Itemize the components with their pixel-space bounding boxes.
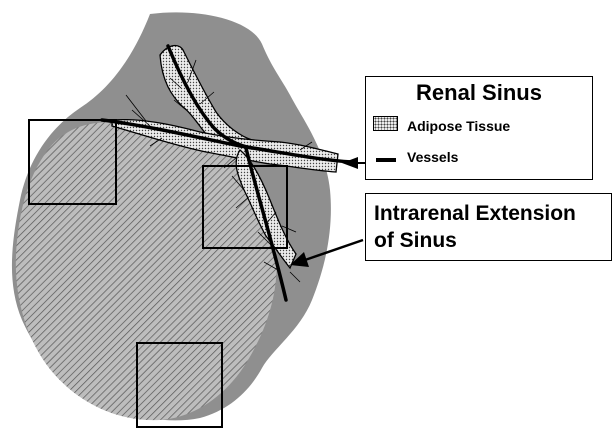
legend-title: Renal Sinus [366, 80, 592, 106]
legend-box: Renal Sinus Adipose Tissue Vessels [365, 76, 593, 180]
callout-box: Intrarenal Extension of Sinus [365, 193, 612, 261]
callout-line-2: of Sinus [374, 227, 576, 254]
callout-line-1: Intrarenal Extension [374, 200, 576, 227]
callout-text: Intrarenal Extension of Sinus [374, 200, 576, 254]
vessel-line-icon [376, 158, 396, 162]
legend-pointer-arrow [342, 157, 367, 169]
legend-item-vessels: Vessels [407, 149, 458, 165]
adipose-swatch-icon [373, 116, 398, 131]
legend-item-adipose: Adipose Tissue [407, 118, 510, 134]
